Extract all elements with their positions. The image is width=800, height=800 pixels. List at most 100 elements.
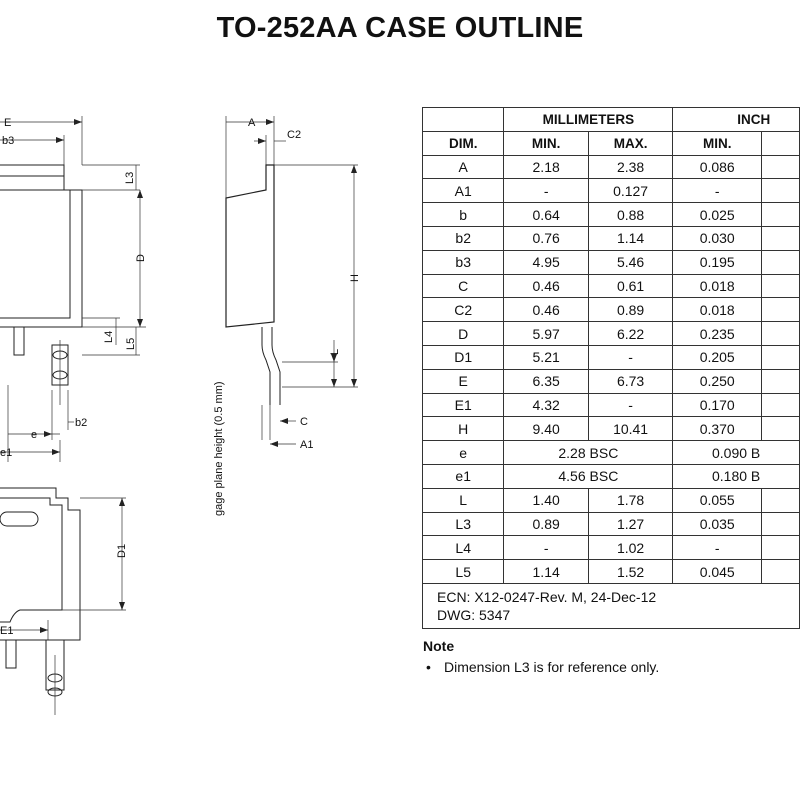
- cell-mm-max: 6.73: [587, 368, 674, 394]
- table-header-inch: INCH: [672, 107, 800, 132]
- cell-in-min: 0.030: [672, 225, 763, 251]
- cell-dim: A: [421, 154, 505, 180]
- cell-in-max: [761, 487, 800, 513]
- cell-mm-min: -: [503, 178, 589, 204]
- cell-mm-min: 0.46: [503, 273, 589, 299]
- table-header-blank: [421, 107, 505, 132]
- cell-mm-max: 0.61: [587, 273, 674, 299]
- cell-mm-min: 0.64: [503, 202, 589, 227]
- dim-label-E: E: [4, 117, 11, 129]
- cell-mm-max: 1.78: [587, 487, 674, 513]
- table-header-mm-max: MAX.: [587, 130, 674, 156]
- cell-dim: L3: [421, 511, 505, 537]
- cell-in-max: [761, 392, 800, 418]
- cell-mm-max: 6.22: [587, 321, 674, 346]
- cell-in-max: [761, 273, 800, 299]
- cell-mm-max: 1.52: [587, 559, 674, 584]
- table-row: A1-0.127-: [421, 178, 800, 204]
- cell-in-max: [761, 297, 800, 323]
- dim-label-E1: E1: [0, 625, 13, 637]
- side-view: A C2 H L C A1 ga: [213, 116, 361, 516]
- cell-in-min: -: [672, 535, 763, 561]
- cell-in-min: 0.055: [672, 487, 763, 513]
- cell-mm-min: 4.32: [503, 392, 589, 418]
- cell-in-max: [761, 535, 800, 561]
- cell-dim: D1: [421, 344, 505, 370]
- table-group-header-row: MILLIMETERS INCH: [421, 107, 800, 132]
- cell-dim: C: [421, 273, 505, 299]
- case-outline-drawing: E b3 L3 D L4 L5: [0, 116, 361, 715]
- cell-in-max: [761, 511, 800, 537]
- cell-in-min: 0.045: [672, 559, 763, 584]
- note-item: •Dimension L3 is for reference only.: [426, 659, 659, 675]
- dim-label-L5: L5: [125, 338, 137, 350]
- dim-label-D1: D1: [116, 544, 128, 558]
- cell-in-max: [761, 344, 800, 370]
- page-title: TO-252AA CASE OUTLINE: [216, 12, 584, 44]
- cell-mm-min: 4.95: [503, 249, 589, 275]
- cell-in-bsc: 0.090 B: [672, 440, 800, 465]
- table-row: L4-1.02-: [421, 535, 800, 561]
- table-header-millimeters: MILLIMETERS: [503, 107, 674, 132]
- dwg-text: DWG: 5347: [437, 606, 511, 623]
- cell-in-max: [761, 321, 800, 346]
- bullet: •: [426, 659, 431, 675]
- cell-dim: H: [421, 416, 505, 442]
- table-header-in-min: MIN.: [672, 130, 763, 156]
- cell-dim: E1: [421, 392, 505, 418]
- cell-in-min: -: [672, 178, 763, 204]
- dim-label-C2: C2: [287, 129, 301, 141]
- cell-dim: L4: [421, 535, 505, 561]
- cell-dim: L: [421, 487, 505, 513]
- cell-mm-max: 0.89: [587, 297, 674, 323]
- cell-in-min: 0.025: [672, 202, 763, 227]
- cell-mm-max: 1.27: [587, 511, 674, 537]
- cell-in-min: 0.195: [672, 249, 763, 275]
- cell-mm-bsc: 2.28 BSC: [503, 440, 674, 465]
- dim-label-b2: b2: [75, 417, 87, 429]
- dim-label-A: A: [248, 117, 256, 129]
- cell-dim: E: [421, 368, 505, 394]
- cell-mm-min: 1.14: [503, 559, 589, 584]
- cell-dim: e: [421, 440, 505, 465]
- cell-in-bsc: 0.180 B: [672, 463, 800, 489]
- cell-mm-min: 2.18: [503, 154, 589, 180]
- cell-mm-min: 0.46: [503, 297, 589, 323]
- dim-label-L3: L3: [124, 172, 136, 184]
- note-heading: Note: [423, 638, 455, 654]
- cell-dim: b2: [421, 225, 505, 251]
- dim-label-b3: b3: [2, 135, 14, 147]
- cell-mm-max: 1.02: [587, 535, 674, 561]
- cell-dim: D: [421, 321, 505, 346]
- cell-in-max: [761, 559, 800, 584]
- dim-label-e1: e1: [0, 447, 12, 459]
- cell-mm-min: -: [503, 535, 589, 561]
- dim-label-H: H: [349, 274, 361, 282]
- dim-label-D: D: [135, 254, 147, 262]
- cell-in-min: 0.086: [672, 154, 763, 180]
- cell-mm-min: 5.21: [503, 344, 589, 370]
- cell-mm-min: 6.35: [503, 368, 589, 394]
- dim-label-L4: L4: [103, 331, 115, 343]
- cell-dim: L5: [421, 559, 505, 584]
- cell-in-min: 0.205: [672, 344, 763, 370]
- cell-mm-min: 9.40: [503, 416, 589, 442]
- cell-mm-max: 0.127: [587, 178, 674, 204]
- cell-mm-max: 2.38: [587, 154, 674, 180]
- cell-mm-max: -: [587, 392, 674, 418]
- cell-dim: b: [421, 202, 505, 227]
